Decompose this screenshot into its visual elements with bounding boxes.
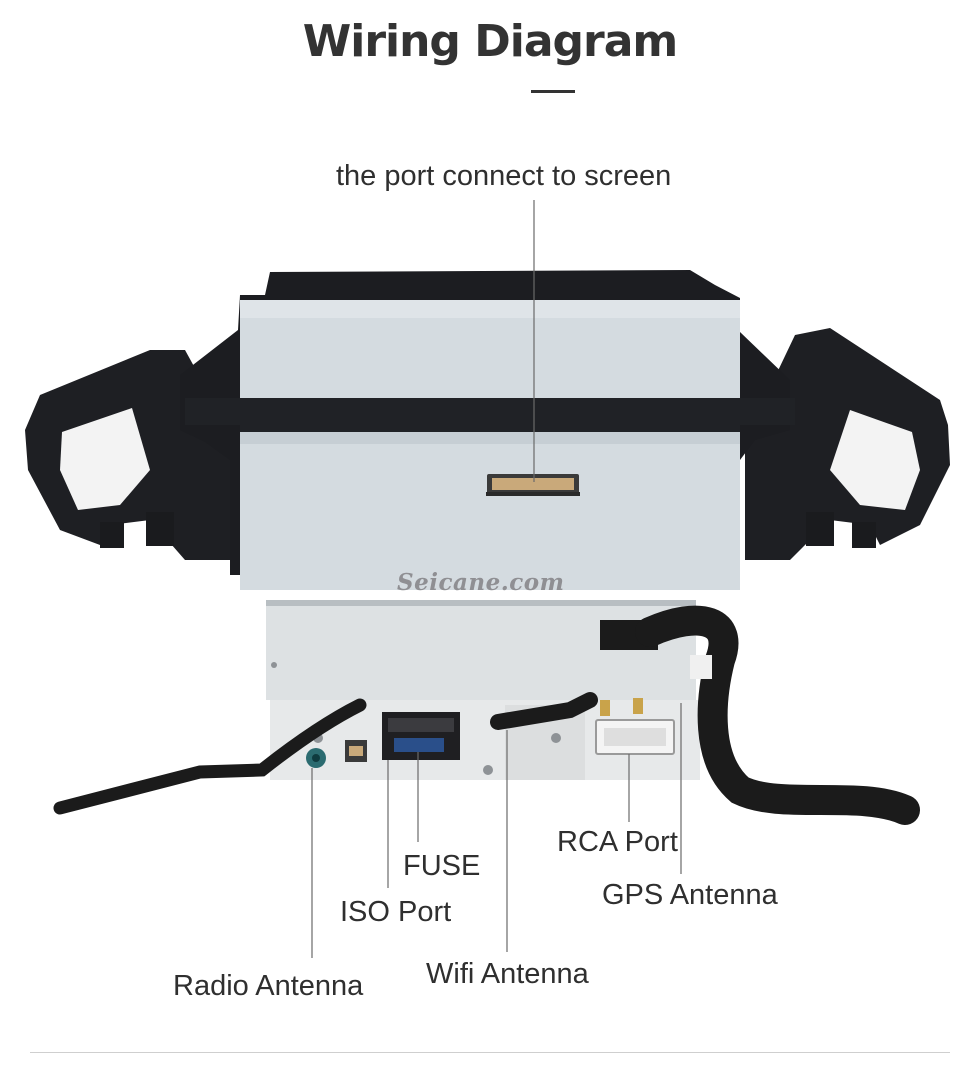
fuse-block bbox=[394, 738, 444, 752]
wiring-harness bbox=[635, 605, 920, 825]
gps-gold-connector bbox=[600, 700, 610, 716]
page-title: Wiring Diagram bbox=[302, 16, 679, 67]
back-panel bbox=[240, 300, 740, 590]
label-gps-antenna: GPS Antenna bbox=[602, 879, 778, 911]
label-screen-port: the port connect to screen bbox=[336, 160, 672, 192]
watermark-logo: Seicane.com bbox=[397, 569, 565, 596]
label-wifi-antenna: Wifi Antenna bbox=[426, 958, 589, 990]
title-underline bbox=[531, 90, 575, 93]
chassis-top bbox=[266, 605, 696, 700]
label-iso-port: ISO Port bbox=[340, 896, 452, 928]
label-rca-port: RCA Port bbox=[557, 826, 678, 858]
bottom-divider bbox=[30, 1052, 950, 1053]
wifi-antenna-cable bbox=[490, 692, 598, 730]
label-fuse: FUSE bbox=[403, 850, 481, 882]
label-radio-antenna: Radio Antenna bbox=[173, 970, 364, 1002]
radio-antenna-cable bbox=[53, 698, 367, 815]
